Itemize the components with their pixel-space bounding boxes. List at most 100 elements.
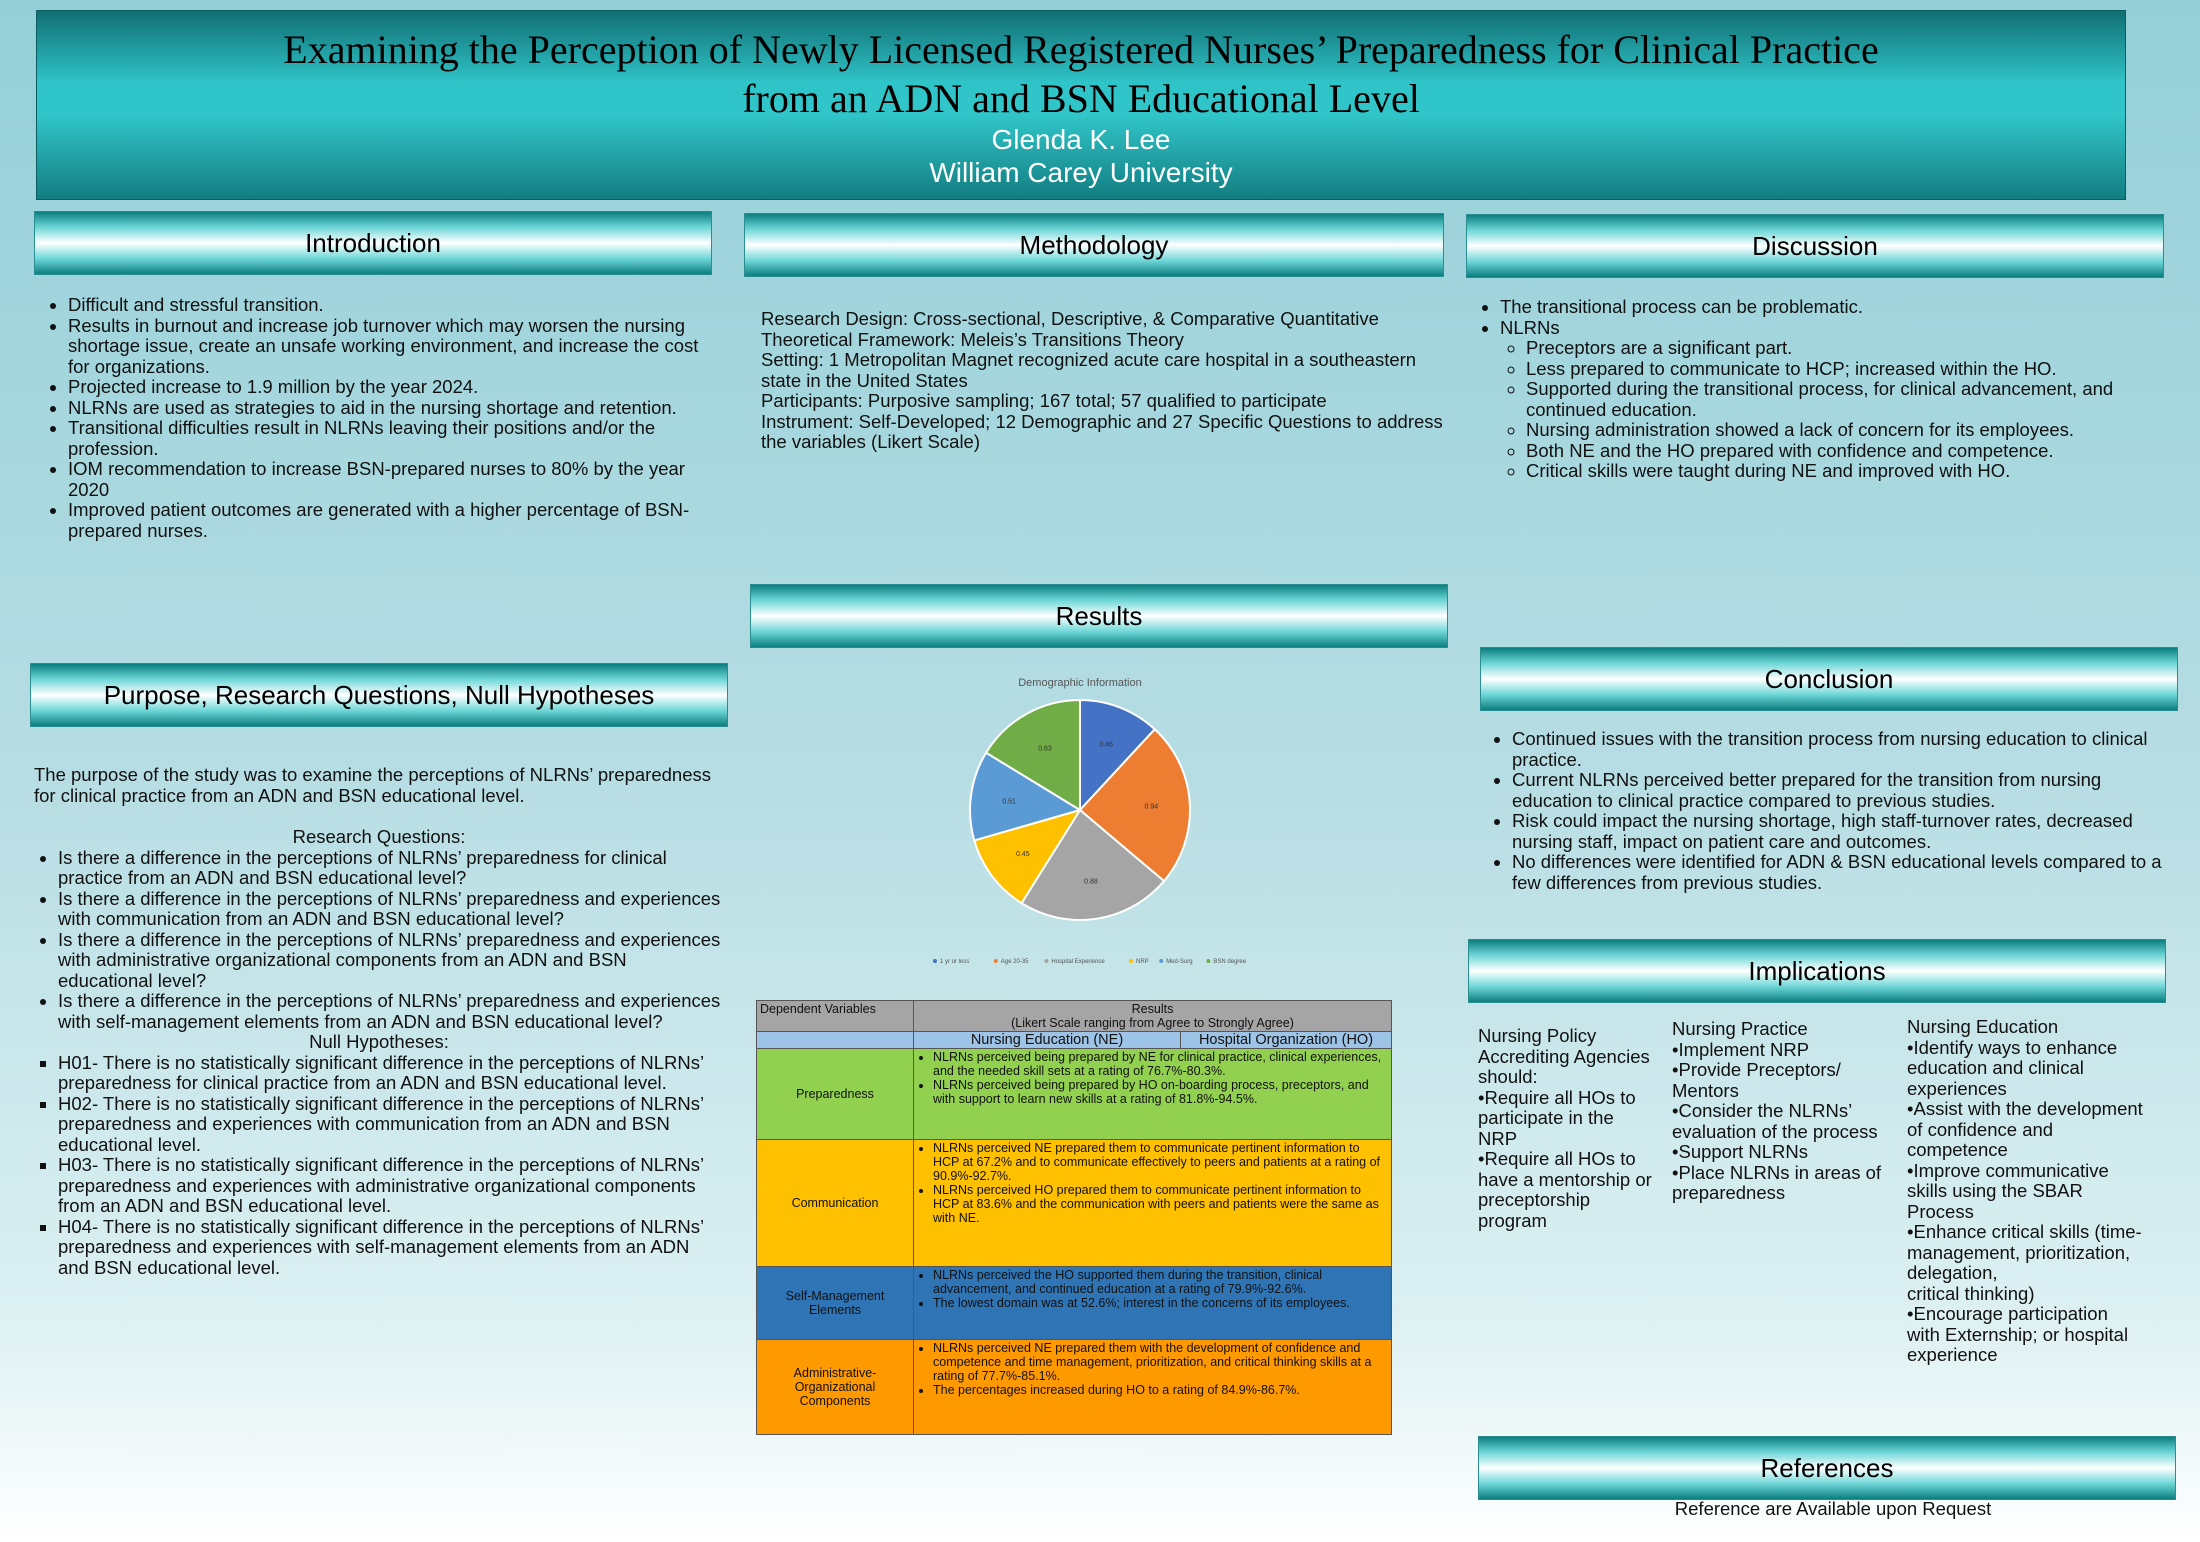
pie-data-label: 0.88 [1084, 879, 1098, 886]
pie-slice-0 [1079, 698, 1157, 813]
discussion-body: The transitional process can be problema… [1468, 296, 2158, 482]
title-banner: Examining the Perception of Newly Licens… [36, 10, 2126, 200]
null-hypothesis: H02- There is no statistically significa… [58, 1093, 724, 1156]
chart-title: Demographic Information [1018, 677, 1142, 689]
introduction-heading: Introduction [34, 211, 712, 275]
pie-data-label: 0.45 [1016, 851, 1030, 858]
discussion-sublist: Preceptors are a significant part.Less p… [1500, 337, 2158, 482]
results-row: CommunicationNLRNs perceived NE prepared… [756, 1139, 1392, 1267]
conclusion-item: Current NLRNs perceived better prepared … [1512, 769, 2170, 811]
legend-swatch [1044, 959, 1049, 963]
null-hypothesis: H01- There is no statistically significa… [58, 1052, 724, 1094]
discussion-subitem: Nursing administration showed a lack of … [1526, 419, 2158, 441]
dependent-variable-label: Self-Management Elements [756, 1266, 914, 1340]
results-heading: Results [750, 584, 1448, 648]
implications-nursing-education: Nursing Education •Identify ways to enha… [1907, 1016, 2143, 1365]
discussion-item: NLRNsPreceptors are a significant part.L… [1500, 317, 2158, 482]
header-nursing-education: Nursing Education (NE) [913, 1031, 1181, 1049]
pie-slice-1 [1078, 727, 1191, 883]
results-row: Self-Management Elements NLRNs perceived … [756, 1266, 1392, 1340]
legend-entry: Med-Surg [1166, 959, 1192, 965]
conclusion-list: Continued issues with the transition pro… [1480, 728, 2170, 893]
research-question: Is there a difference in the perceptions… [58, 990, 724, 1032]
discussion-subitem: Less prepared to communicate to HCP; inc… [1526, 358, 2158, 380]
chart-legend: 1 yr or less Age 20-35 Hospital Experience… [933, 959, 1247, 965]
discussion-subitem: Both NE and the HO prepared with confide… [1526, 440, 2158, 462]
result-finding: NLRNs perceived HO prepared them to comm… [933, 1183, 1388, 1225]
pie-data-label: 0.63 [1038, 746, 1052, 753]
introduction-item: NLRNs are used as strategies to aid in t… [68, 397, 722, 419]
legend-entry: 1 yr or less [940, 959, 969, 965]
research-question: Is there a difference in the perceptions… [58, 847, 724, 889]
result-finding: The lowest domain was at 52.6%; interest… [933, 1296, 1388, 1310]
introduction-list: Difficult and stressful transition.Resul… [36, 294, 722, 541]
demographic-pie-chart: Demographic Information 0.46 0.94 0.88 0.45… [933, 677, 1247, 965]
methodology-heading: Methodology [744, 213, 1444, 277]
discussion-subitem: Preceptors are a significant part. [1526, 337, 2158, 359]
pie-data-label: 0.46 [1099, 741, 1113, 748]
research-questions-list: Is there a difference in the perceptions… [34, 847, 724, 1033]
discussion-list: The transitional process can be problema… [1468, 296, 2158, 482]
dependent-variable-label: Administrative-Organizational Components [756, 1339, 914, 1435]
introduction-item: Results in burnout and increase job turn… [68, 315, 722, 378]
introduction-item: Projected increase to 1.9 million by the… [68, 376, 722, 398]
author-name: Glenda K. Lee [991, 124, 1171, 155]
legend-entry: NRP [1136, 959, 1149, 965]
header-hospital-organization: Hospital Organization (HO) [1180, 1031, 1392, 1049]
legend-swatch [1129, 959, 1133, 963]
methodology-line: Theoretical Framework: Meleis’s Transiti… [761, 328, 1184, 350]
legend-swatch [933, 959, 937, 963]
results-cell: NLRNs perceived NE prepared them to comm… [913, 1139, 1392, 1267]
results-cell: NLRNs perceived NE prepared them with th… [913, 1339, 1392, 1435]
result-finding: NLRNs perceived NE prepared them with th… [933, 1341, 1388, 1383]
results-row: Preparedness NLRNs perceived being prepar… [756, 1048, 1392, 1140]
introduction-body: Difficult and stressful transition.Resul… [36, 294, 722, 541]
result-finding: NLRNs perceived being prepared by HO on-… [933, 1078, 1388, 1106]
pie-slice-5 [984, 698, 1081, 812]
pie-slice-2 [1020, 808, 1166, 921]
result-finding: NLRNs perceived the HO supported them du… [933, 1268, 1388, 1296]
conclusion-heading: Conclusion [1480, 647, 2178, 711]
poster-title: Examining the Perception of Newly Licens… [283, 27, 1879, 121]
discussion-subitem: Supported during the transitional proces… [1526, 378, 2158, 420]
conclusion-item: Risk could impact the nursing shortage, … [1512, 810, 2170, 852]
research-questions-heading: Research Questions: [292, 826, 466, 847]
discussion-subitem: Critical skills were taught during NE an… [1526, 460, 2158, 482]
introduction-item: Difficult and stressful transition. [68, 294, 722, 316]
legend-entry: Age 20-35 [1001, 959, 1029, 965]
result-finding: NLRNs perceived NE prepared them to comm… [933, 1141, 1388, 1183]
methodology-line: Research Design: Cross-sectional, Descri… [761, 308, 1379, 329]
legend-swatch [1206, 959, 1211, 963]
references-heading: References [1478, 1436, 2176, 1500]
implications-nursing-policy: Nursing Policy Accrediting Agencies shou… [1478, 1025, 1652, 1231]
introduction-item: Improved patient outcomes are generated … [68, 499, 722, 541]
null-hypotheses-list: H01- There is no statistically significa… [34, 1052, 724, 1279]
implications-heading: Implications [1468, 939, 2166, 1003]
implications-nursing-practice: Nursing Practice •Implement NRP •Provide… [1672, 1018, 1882, 1203]
methodology-body: Research Design: Cross-sectional, Descri… [761, 308, 1451, 453]
null-hypotheses-heading: Null Hypotheses: [309, 1031, 449, 1052]
pie-slice-4 [969, 751, 1083, 842]
methodology-line: Participants: Purposive sampling; 167 to… [761, 390, 1327, 411]
methodology-line: Setting: 1 Metropolitan Magnet recognize… [761, 349, 1417, 391]
null-hypothesis: H03- There is no statistically significa… [58, 1154, 724, 1217]
results-row: Administrative-Organizational Components… [756, 1339, 1392, 1435]
results-cell: NLRNs perceived the HO supported them du… [913, 1266, 1392, 1340]
pie-data-label: 0.94 [1145, 804, 1159, 811]
pie-data-label: 0.51 [1002, 798, 1016, 805]
legend-swatch [1159, 959, 1164, 963]
legend-entry: Hospital Experience [1051, 959, 1105, 965]
purpose-statement: The purpose of the study was to examine … [34, 764, 711, 806]
legend-swatch [993, 959, 998, 963]
dependent-variable-label: Preparedness [756, 1048, 914, 1140]
col-header-results: Results (Likert Scale ranging from Agree… [913, 1000, 1392, 1032]
references-text: Reference are Available upon Request [1674, 1498, 1992, 1519]
purpose-heading: Purpose, Research Questions, Null Hypoth… [30, 663, 728, 727]
research-question: Is there a difference in the perceptions… [58, 888, 724, 930]
affiliation: William Carey University [929, 157, 1233, 188]
result-finding: The percentages increased during HO to a… [933, 1383, 1388, 1397]
introduction-item: Transitional difficulties result in NLRN… [68, 417, 722, 459]
results-table: Dependent Variables Results (Likert Scal… [756, 1000, 1392, 1435]
research-question: Is there a difference in the perceptions… [58, 929, 724, 992]
discussion-item: The transitional process can be problema… [1500, 296, 2158, 318]
